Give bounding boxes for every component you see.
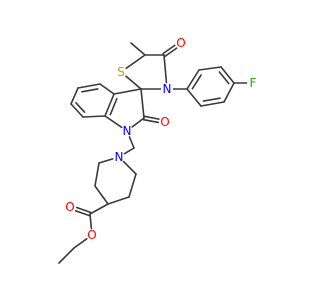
bond-r3-r4 xyxy=(94,185,109,205)
bond-c4-o4-second xyxy=(162,44,176,55)
bond-p1-p2 xyxy=(186,69,200,90)
bond-p6-p1 xyxy=(186,88,202,107)
bond-ce-oc xyxy=(75,206,92,214)
bond-r2-r3 xyxy=(94,162,100,187)
bond-b5-b6 xyxy=(70,87,79,105)
bond-c3a-b4 xyxy=(99,83,115,95)
atom-n-n1: N xyxy=(123,124,132,138)
atom-label: N xyxy=(123,124,132,138)
bond-c7a-c3a-inner xyxy=(109,97,118,116)
bond-p4-p5 xyxy=(223,82,235,103)
bond-b6-b7-inner xyxy=(75,102,86,113)
bond-sp-c2 xyxy=(140,88,145,119)
bond-c2-n1 xyxy=(131,117,145,128)
bond-p2-p3 xyxy=(198,66,222,71)
bond-c4-o4 xyxy=(164,47,178,58)
bond-r4-ce xyxy=(89,203,109,215)
atom-label: O xyxy=(65,200,74,214)
bond-r5-r6 xyxy=(128,173,137,198)
bond-p5-p6-inner xyxy=(202,97,221,102)
bond-ch2-np xyxy=(123,147,135,155)
atom-o-o4: O xyxy=(176,36,185,50)
bond-me-c5 xyxy=(130,42,146,56)
bond-p1-p2-inner xyxy=(191,74,202,90)
bond-np-r2 xyxy=(98,158,114,164)
atom-n-n3: N xyxy=(163,82,172,96)
bond-b7-c7a xyxy=(82,115,106,118)
bond-e1-e2 xyxy=(58,247,75,264)
atom-n-np: N xyxy=(115,150,124,164)
bond-r4-r5 xyxy=(107,196,130,205)
bond-c4-n3 xyxy=(163,54,168,84)
bond-c2-o2 xyxy=(142,118,160,124)
atom-o-oc: O xyxy=(65,200,74,214)
bond-b4-b5 xyxy=(77,83,101,89)
bond-r6-np xyxy=(122,160,137,175)
bond-c7a-c3a xyxy=(104,93,115,117)
bond-p3-p4 xyxy=(220,66,235,84)
atom-label: O xyxy=(87,228,96,242)
atom-s-s1: S xyxy=(117,65,125,79)
atom-o-o2: O xyxy=(160,115,169,129)
bond-c5-s1 xyxy=(125,54,146,70)
bond-p3-p4-inner xyxy=(218,71,230,85)
bonds-layer xyxy=(58,42,248,264)
bond-oe-e1 xyxy=(73,238,88,249)
atom-label: O xyxy=(160,115,169,129)
bond-ce-oc-second xyxy=(74,209,91,217)
atom-label: S xyxy=(117,65,125,79)
bond-n1-ch2 xyxy=(128,136,135,149)
bond-b6-b7 xyxy=(70,103,84,118)
atom-f-f: F xyxy=(250,76,257,90)
bond-c3a-sp xyxy=(113,88,142,95)
atom-label: O xyxy=(176,36,185,50)
bond-ce-oe xyxy=(89,213,93,230)
bond-b4-b5-inner xyxy=(81,88,99,93)
atom-label: N xyxy=(163,82,172,96)
bond-n1-c7a xyxy=(104,115,123,129)
atom-label: F xyxy=(250,76,257,90)
bond-p5-p6 xyxy=(200,101,225,107)
bond-c2-o2-second xyxy=(143,115,160,120)
atom-label: N xyxy=(115,150,124,164)
bond-s1-sp xyxy=(125,75,142,90)
atom-o-oe: O xyxy=(87,228,96,242)
